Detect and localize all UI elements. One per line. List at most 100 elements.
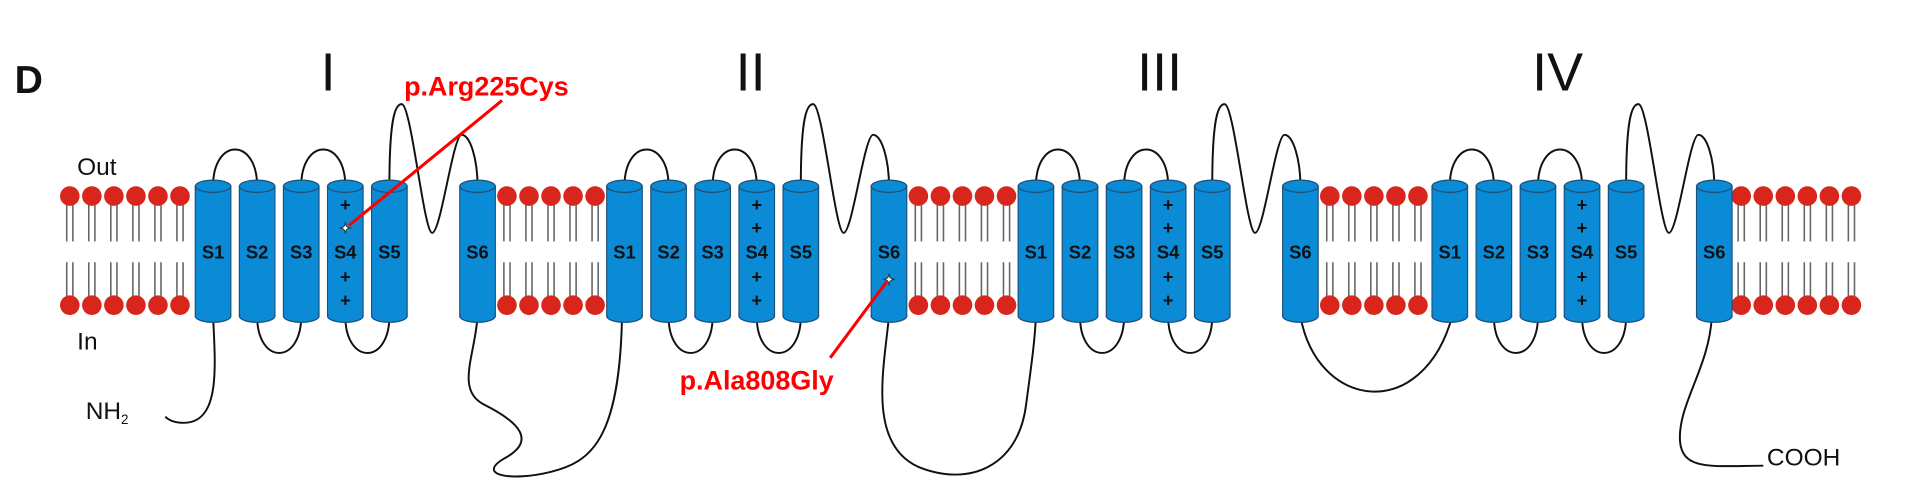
- helix-s2: S2: [1061, 179, 1099, 323]
- linker-II-III: [881, 316, 1037, 476]
- segment-label: S3: [290, 242, 312, 263]
- domain-numeral-3: III: [1137, 43, 1182, 103]
- lipid-head: [82, 186, 102, 206]
- lipid-head: [1775, 295, 1796, 315]
- segment-label: S2: [246, 242, 268, 263]
- lipid-head: [952, 295, 973, 315]
- lipid: [930, 186, 951, 315]
- lipid-head: [1841, 186, 1862, 206]
- helix-s5: S5: [782, 179, 820, 323]
- lipid: [952, 186, 973, 315]
- lipid: [1753, 186, 1774, 315]
- helix-s4: S4++++: [1149, 179, 1187, 323]
- intracellular-loop-s2-s3: [256, 316, 303, 354]
- lipid-head: [170, 186, 190, 206]
- positive-charge: +: [1163, 194, 1174, 215]
- helix-s5: S5: [371, 179, 408, 323]
- intracellular-loop-s2-s3: [1079, 316, 1126, 354]
- positive-charge: +: [1577, 266, 1588, 287]
- extracellular-loop-s3-s4: [711, 148, 758, 187]
- lipid-head: [497, 295, 517, 315]
- segment-label: S2: [657, 242, 679, 263]
- lipid-head: [908, 186, 929, 206]
- extracellular-loop-s1-s2: [1448, 148, 1495, 187]
- lipid: [519, 186, 539, 315]
- lipid: [82, 186, 102, 315]
- intracellular-label: In: [77, 328, 97, 355]
- lipid-head: [60, 295, 80, 315]
- helix-s1: S1: [1017, 179, 1055, 323]
- n-terminus-label: NH2: [86, 398, 129, 427]
- extracellular-loop-s1-s2: [623, 148, 670, 187]
- helix-s1: S1: [194, 179, 232, 323]
- positive-charge: +: [1577, 194, 1588, 215]
- lipid-head: [541, 186, 561, 206]
- lipid-head: [1797, 295, 1818, 315]
- mutation-star-icon: [882, 273, 896, 286]
- segment-label: S5: [378, 242, 400, 263]
- lipid-head: [1408, 186, 1428, 206]
- positive-charge: +: [751, 217, 762, 238]
- lipid-head: [1775, 186, 1796, 206]
- lipid-head: [585, 295, 605, 315]
- lipid: [1342, 186, 1362, 315]
- pore-loop-s5-s6: [1625, 103, 1716, 234]
- lipid: [497, 186, 517, 315]
- segment-label: S4: [1157, 242, 1180, 263]
- lipid-head: [1364, 186, 1384, 206]
- lipid: [1364, 186, 1384, 315]
- panel-label: D: [15, 59, 43, 102]
- segment-label: S6: [878, 242, 900, 263]
- lipid-head: [1386, 295, 1406, 315]
- lipid-bilayer: [60, 186, 1862, 315]
- positive-charge: +: [340, 194, 351, 215]
- lipid-head: [104, 186, 124, 206]
- lipid-head: [1819, 295, 1840, 315]
- domain-numeral-1: I: [321, 43, 336, 103]
- lipid-head: [1841, 295, 1862, 315]
- lipid: [908, 186, 929, 315]
- lipid-head: [996, 186, 1017, 206]
- lipid-head: [996, 295, 1017, 315]
- positive-charge: +: [1163, 217, 1174, 238]
- lipid-head: [1364, 295, 1384, 315]
- positive-charge: +: [1577, 289, 1588, 310]
- lipid-head: [1819, 186, 1840, 206]
- lipid-head: [148, 295, 168, 315]
- extracellular-loop-s1-s2: [212, 148, 259, 187]
- intracellular-loop-s4-s5: [344, 316, 391, 354]
- segment-label: S3: [701, 242, 723, 263]
- lipid-head: [563, 186, 583, 206]
- lipid: [1841, 186, 1862, 315]
- intracellular-loop-s2-s3: [667, 316, 714, 354]
- lipid-head: [1797, 186, 1818, 206]
- lipid-head: [1731, 295, 1752, 315]
- mutation-markers: [339, 221, 896, 286]
- extracellular-loop-s1-s2: [1034, 148, 1081, 187]
- pore-loop-s5-s6: [388, 103, 479, 234]
- lipid-head: [585, 186, 605, 206]
- helix-s6: S6: [459, 179, 496, 323]
- linker-I-II: [467, 316, 624, 478]
- lipid: [1819, 186, 1840, 315]
- lipid: [563, 186, 583, 315]
- lipid-head: [170, 295, 190, 315]
- segment-label: S5: [1201, 242, 1223, 263]
- helix-s2: S2: [1475, 179, 1513, 323]
- lipid-head: [104, 295, 124, 315]
- segment-label: S4: [334, 242, 357, 263]
- helix-s6: S6: [1282, 179, 1319, 323]
- extracellular-loop-s3-s4: [300, 148, 347, 187]
- segment-label: S6: [1289, 242, 1311, 263]
- lipid-head: [82, 295, 102, 315]
- lipid-head: [1731, 186, 1752, 206]
- lipid-head: [952, 186, 973, 206]
- helix-s6: S6: [870, 179, 908, 323]
- helix-s1: S1: [1431, 179, 1469, 323]
- lipid: [60, 186, 80, 315]
- helix-s2: S2: [650, 179, 687, 323]
- lipid-head: [1342, 186, 1362, 206]
- pore-loop-s5-s6: [1211, 103, 1302, 234]
